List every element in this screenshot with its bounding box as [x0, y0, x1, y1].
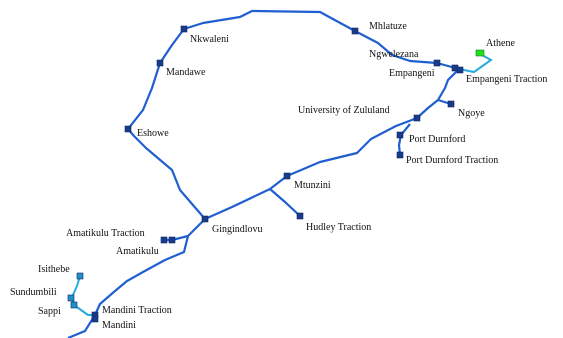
station-marker-ngwelezana[interactable]	[433, 59, 441, 67]
station-sappi[interactable]: Sappi	[38, 301, 78, 317]
station-marker-ngoye[interactable]	[447, 100, 455, 108]
rail-line-athene-branch	[458, 53, 493, 74]
station-marker-sappi[interactable]	[70, 301, 78, 309]
station-ngoye[interactable]: Ngoye	[447, 100, 485, 119]
station-label-sappi: Sappi	[38, 306, 61, 317]
station-label-eshowe: Eshowe	[137, 128, 169, 139]
station-label-hudley-traction: Hudley Traction	[306, 222, 371, 233]
station-amatikulu[interactable]: Amatikulu	[116, 236, 176, 257]
rail-line-port-durnford-spur	[397, 123, 411, 156]
station-eshowe[interactable]: Eshowe	[124, 125, 169, 139]
station-marker-empangeni-traction[interactable]	[456, 66, 464, 74]
station-port-durnford[interactable]: Port Durnford	[396, 131, 465, 145]
station-marker-hudley-traction[interactable]	[296, 212, 304, 220]
station-athene[interactable]: Athene	[475, 38, 515, 57]
station-label-amatikulu-traction: Amatikulu Traction	[66, 228, 145, 239]
station-label-empangeni: Empangeni	[389, 68, 435, 79]
station-label-port-durnford: Port Durnford	[409, 134, 465, 145]
station-marker-mandini[interactable]	[91, 315, 99, 323]
station-mtunzini[interactable]: Mtunzini	[283, 172, 331, 191]
station-mandawe[interactable]: Mandawe	[156, 59, 206, 78]
station-label-athene: Athene	[486, 38, 515, 49]
station-marker-isithebe[interactable]	[76, 272, 84, 280]
station-university-of-zululand[interactable]: University of Zululand	[298, 105, 421, 122]
station-gingindlovu[interactable]: Gingindlovu	[201, 215, 263, 235]
station-nkwaleni[interactable]: Nkwaleni	[180, 25, 229, 45]
station-label-sundumbili: Sundumbili	[10, 287, 57, 298]
station-empangeni[interactable]: Empangeni	[389, 64, 459, 79]
station-label-university-of-zululand: University of Zululand	[298, 105, 390, 116]
station-label-isithebe: Isithebe	[38, 264, 70, 275]
rail-line-hudley-spur	[269, 188, 301, 217]
station-marker-eshowe[interactable]	[124, 125, 132, 133]
station-label-mandini: Mandini	[102, 320, 136, 331]
rail-lines	[67, 9, 493, 338]
station-marker-mandawe[interactable]	[156, 59, 164, 67]
station-marker-sundumbili[interactable]	[67, 294, 75, 302]
station-label-mhlatuze: Mhlatuze	[369, 21, 407, 32]
station-isithebe[interactable]: Isithebe	[38, 264, 84, 280]
station-marker-athene[interactable]	[475, 49, 485, 57]
station-label-gingindlovu: Gingindlovu	[212, 224, 263, 235]
station-label-mtunzini: Mtunzini	[294, 180, 331, 191]
station-label-empangeni-traction: Empangeni Traction	[466, 74, 547, 85]
station-marker-nkwaleni[interactable]	[180, 25, 188, 33]
station-mhlatuze[interactable]: Mhlatuze	[351, 21, 407, 35]
station-empangeni-traction[interactable]: Empangeni Traction	[456, 66, 547, 85]
station-ngwelezana[interactable]: Ngwelezana	[369, 49, 441, 67]
station-label-ngoye: Ngoye	[458, 108, 485, 119]
station-mandini-traction[interactable]: Mandini Traction	[91, 305, 172, 319]
rail-line-mandini-south	[67, 314, 96, 338]
station-marker-gingindlovu[interactable]	[201, 215, 209, 223]
station-marker-mhlatuze[interactable]	[351, 27, 359, 35]
station-marker-port-durnford[interactable]	[396, 131, 404, 139]
station-amatikulu-traction[interactable]: Amatikulu Traction	[66, 228, 168, 244]
station-port-durnford-traction[interactable]: Port Durnford Traction	[396, 151, 498, 166]
station-marker-amatikulu[interactable]	[168, 236, 176, 244]
station-label-port-durnford-traction: Port Durnford Traction	[406, 155, 498, 166]
station-label-mandawe: Mandawe	[166, 67, 206, 78]
station-marker-port-durnford-traction[interactable]	[396, 151, 404, 159]
station-marker-mtunzini[interactable]	[283, 172, 291, 180]
station-marker-amatikulu-traction[interactable]	[160, 236, 168, 244]
station-marker-university-of-zululand[interactable]	[413, 114, 421, 122]
station-label-mandini-traction: Mandini Traction	[102, 305, 172, 316]
station-label-ngwelezana: Ngwelezana	[369, 49, 419, 60]
station-label-nkwaleni: Nkwaleni	[190, 34, 229, 45]
rail-line-coastal	[93, 68, 460, 316]
station-hudley-traction[interactable]: Hudley Traction	[296, 212, 371, 233]
station-mandini[interactable]: Mandini	[91, 315, 136, 331]
rail-line-isithebe-branch	[71, 275, 95, 316]
station-sundumbili[interactable]: Sundumbili	[10, 287, 75, 302]
station-label-amatikulu: Amatikulu	[116, 246, 159, 257]
